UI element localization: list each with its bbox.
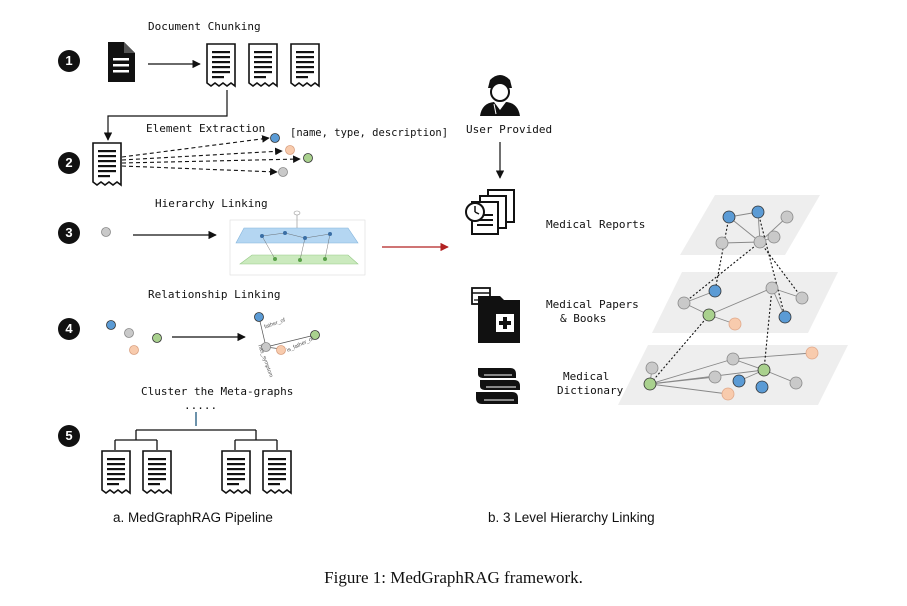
cluster-ellipsis: ..... (184, 399, 218, 412)
medical-dictionary-label-line2: Dictionary (557, 384, 624, 397)
layer-1-plane (680, 195, 820, 255)
cluster-document-icon (142, 450, 172, 494)
cluster-tree (114, 429, 278, 450)
entity-node-gray (278, 167, 288, 177)
relation-node-orange (129, 345, 139, 355)
relation-graph (254, 312, 320, 355)
subcaption-b: b. 3 Level Hierarchy Linking (488, 510, 655, 525)
figure-caption: Figure 1: MedGraphRAG framework. (324, 568, 583, 587)
entity-node-orange (285, 145, 295, 155)
chunk-document-icon (248, 43, 278, 87)
hierarchy-input-node (101, 227, 111, 237)
layer-2-plane (652, 272, 838, 333)
relation-node-blue (106, 320, 116, 330)
relation-node-green (152, 333, 162, 343)
entity-node-green (303, 153, 313, 163)
layer-3-plane (618, 345, 848, 405)
medical-papers-label-line1: Medical Papers (546, 298, 639, 311)
subcaption-a: a. MedGraphRAG Pipeline (113, 510, 273, 525)
source-document-icon (108, 42, 135, 82)
step-1-badge: 1 (58, 50, 80, 72)
extraction-arrows (121, 135, 301, 176)
cluster-document-icon (221, 450, 251, 494)
chunk-document-icon (290, 43, 320, 87)
user-provided-label: User Provided (466, 123, 553, 136)
step-3-badge: 3 (58, 222, 80, 244)
entity-schema-label: [name, type, description] (290, 127, 449, 139)
hierarchy-linking-label: Hierarchy Linking (155, 197, 268, 210)
doctor-user-icon (480, 75, 520, 116)
chunk-document-icon (206, 43, 236, 87)
step-2-badge: 2 (58, 152, 80, 174)
step-5-badge: 5 (58, 425, 80, 447)
relation-node-gray (124, 328, 134, 338)
step-4-badge: 4 (58, 318, 80, 340)
medical-dictionary-label-line1: Medical (563, 370, 610, 383)
cluster-document-icon (262, 450, 292, 494)
chunk-to-extraction-arrow (103, 90, 228, 141)
entity-node-blue (270, 133, 280, 143)
hierarchy-layers-graphic (229, 210, 366, 276)
document-chunking-label: Document Chunking (148, 20, 261, 33)
medical-reports-label: Medical Reports (546, 218, 646, 231)
medical-dictionary-icon (476, 368, 520, 404)
hierarchy-graph-layers (618, 195, 848, 405)
medical-papers-icon (471, 287, 520, 343)
element-extraction-label: Element Extraction (146, 122, 266, 135)
extraction-document-icon (92, 142, 122, 186)
cluster-document-icon (101, 450, 131, 494)
relationship-linking-label: Relationship Linking (148, 288, 281, 301)
medical-reports-icon (465, 189, 515, 235)
cluster-meta-graphs-label: Cluster the Meta-graphs (141, 385, 294, 398)
medical-papers-label-line2: & Books (560, 312, 607, 325)
